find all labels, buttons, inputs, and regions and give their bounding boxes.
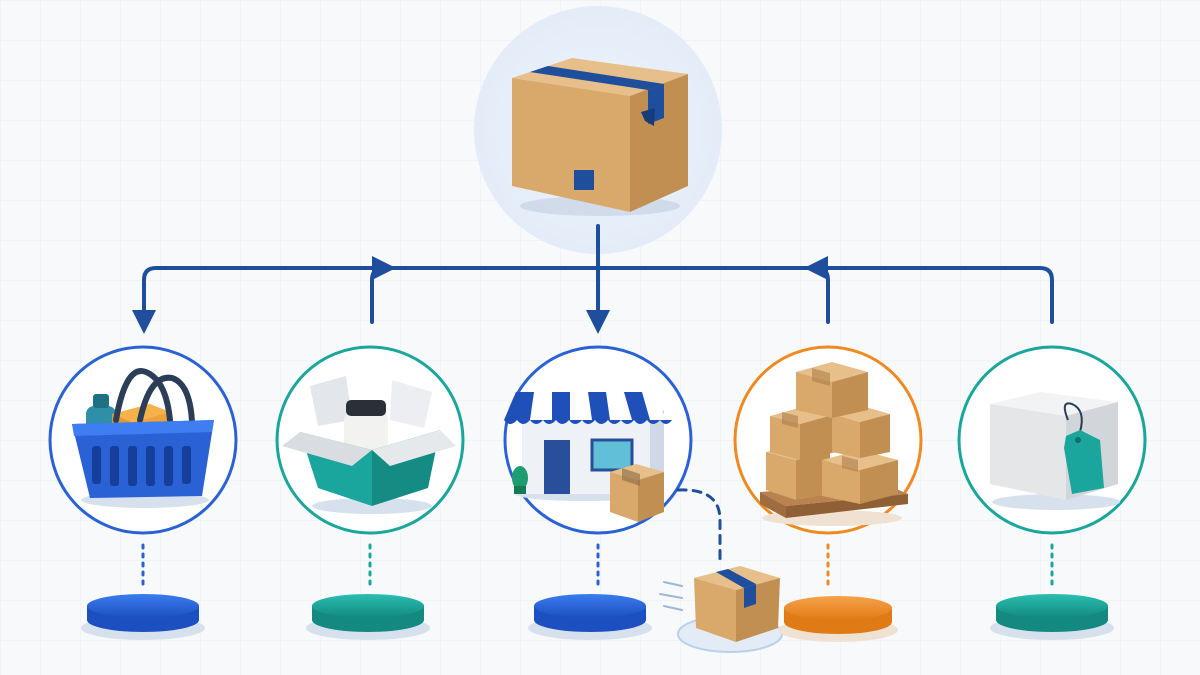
node-tagged-product (957, 345, 1147, 640)
teal-platform-icon (990, 594, 1114, 640)
node-retail-basket (48, 345, 238, 640)
orange-platform-icon (778, 596, 898, 642)
open-box-jar-icon (282, 376, 456, 514)
moving-box-icon (659, 566, 783, 653)
connector-bus (132, 266, 1054, 334)
connector-tree (132, 224, 1054, 334)
root-node (474, 6, 722, 254)
node-open-package (275, 345, 465, 640)
storefront-box-icon (504, 392, 672, 522)
connector-branch-2 (370, 256, 396, 324)
cardboard-box-icon (512, 58, 688, 216)
blue-platform-icon (81, 594, 205, 640)
blue-platform-icon (528, 594, 652, 640)
teal-platform-icon (306, 594, 430, 640)
pallet-boxes-icon (760, 362, 908, 526)
node-storefront-shipping (503, 345, 783, 653)
tagged-box-icon (990, 392, 1120, 510)
node-palletized-bulk (733, 345, 923, 642)
connector-branch-4 (804, 256, 830, 324)
shopping-basket-icon (72, 368, 214, 508)
dashed-delivery-path (676, 488, 722, 562)
